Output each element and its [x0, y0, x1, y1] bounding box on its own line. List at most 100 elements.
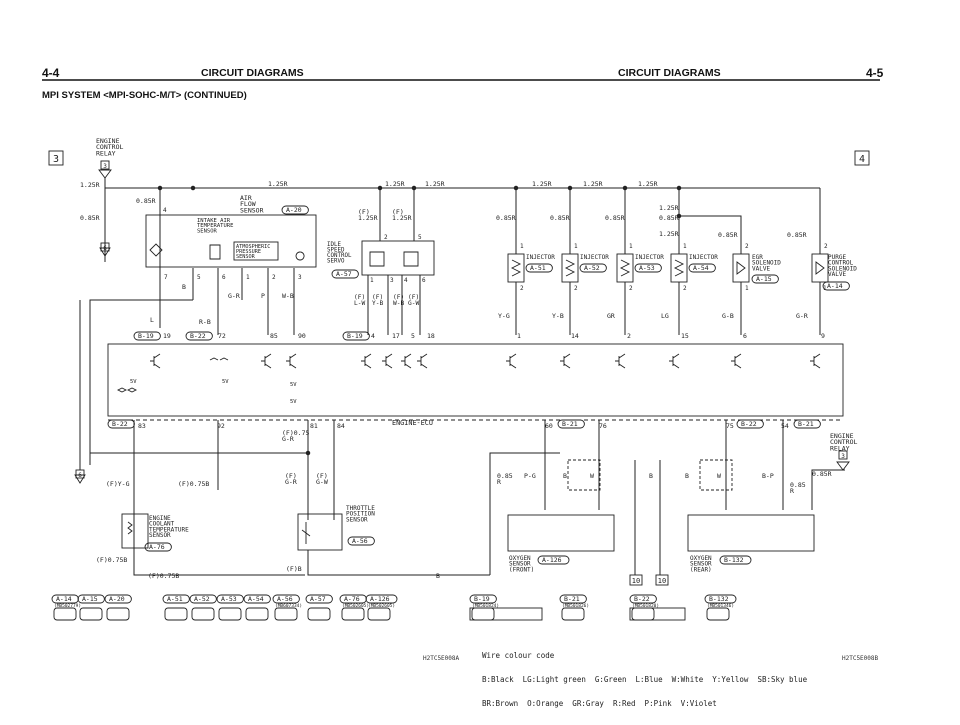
g6-box [100, 242, 110, 252]
afs-out-pin-5: 5 [197, 274, 201, 281]
ecu-label: ENGINE-ECU [392, 419, 433, 427]
isc-connector-tag [331, 269, 359, 279]
ecu-transistor-0 [150, 353, 161, 369]
purge-conn: A-14 [827, 282, 843, 290]
oxf-conn: A-126 [542, 556, 562, 564]
inj-pin-bot-3: 2 [683, 285, 687, 292]
wire-BP: B-P [762, 472, 774, 480]
relay-pin-right: 3 [841, 453, 845, 460]
connector-A-52-tag [189, 594, 217, 604]
isc-servo-box [361, 240, 435, 276]
connector-A-53-body [218, 607, 242, 621]
connector-B-19-tag [469, 594, 497, 604]
wire-colour-legend: Wire colour code B:Black LG:Light green … [482, 636, 807, 716]
injector-1-conn: A-51 [530, 264, 546, 272]
injector-4-box [670, 253, 688, 283]
isc-out-3: 3 [390, 277, 394, 284]
connector-B-22-body [631, 607, 655, 621]
isc-wire-a: (F)1.25R [358, 208, 378, 222]
ecu-pin-85: 85 [270, 332, 278, 340]
purge-wire: G-R [796, 312, 808, 320]
g6b-box [75, 469, 85, 479]
wire-Bx: B [563, 472, 567, 480]
egr-symbol [736, 261, 746, 275]
footer-code-left: H2TC5E008A [423, 655, 460, 662]
wire-Wx: W [590, 472, 594, 480]
connector-A-57-body [307, 607, 331, 621]
injector-3-085: 0.85R [605, 214, 625, 222]
afs-ground-run [89, 299, 193, 465]
ecu-5v-a: 5V [130, 379, 137, 385]
wire-FYG: (F)Y-G [106, 480, 130, 488]
injector-2-coil [564, 259, 576, 277]
oxygen-sensor-rear-box [687, 514, 815, 552]
ecu-pin-60: 60 [545, 422, 553, 430]
ecu-conn-b22-b: B-22 [112, 420, 128, 428]
connector-A-56-body [274, 607, 298, 621]
egr-junction [676, 213, 682, 219]
ecu-pin-75: 75 [726, 422, 734, 430]
ecu-transistor-4 [382, 353, 393, 369]
isc-connector: A-57 [336, 270, 352, 278]
oxr-conn-tag [719, 555, 752, 565]
wire-F075B-ect: (F)0.75B [96, 556, 127, 564]
ecu-pin-17: 17 [392, 332, 400, 340]
ecu-conn-b22-a: B-22 [190, 332, 206, 340]
bus-junction-3 [411, 185, 417, 191]
connector-B-22-code: (MB501820) [632, 603, 659, 609]
connector-A-20: A-20 [109, 595, 125, 603]
connector-A-54-body [245, 607, 269, 621]
ect-sensor-box [121, 513, 149, 549]
ecu-pin-15: 15 [681, 332, 689, 340]
ecu-pin-83: 83 [138, 422, 146, 430]
legend-row-1: B:Black LG:Light green G:Green L:Blue W:… [482, 675, 808, 684]
wire-085R2: 0.85R [812, 470, 832, 478]
relay2-arrow [836, 461, 850, 471]
injector-4-label: INJECTOR [689, 254, 718, 261]
egr-conn: A-15 [756, 275, 772, 283]
ecu-transistor-1 [261, 353, 272, 369]
purge-valve-box [811, 253, 829, 283]
afs-out-pin-6: 6 [222, 274, 226, 281]
wire-P: P [261, 292, 265, 300]
ground-g10a-label: 10 [632, 577, 640, 585]
ground-g10b-label: 10 [658, 577, 666, 585]
injector-3-conn-tag [634, 263, 662, 273]
isc-pin-2: 2 [384, 234, 388, 241]
connector-A-52: A-52 [194, 595, 210, 603]
inj-pin-bot-1: 2 [574, 285, 578, 292]
wire-FYB: (F)Y-B [372, 294, 383, 307]
egr-wire: G-B [722, 312, 734, 320]
bus-junction-6 [622, 185, 628, 191]
relay-pin-left: 3 [103, 163, 107, 170]
wire-Bz: B [685, 472, 689, 480]
isc-wire-b: (F)1.25R [392, 208, 412, 222]
connector-A-126: A-126 [370, 595, 390, 603]
wire-125-e: 1.25R [583, 180, 603, 188]
ecu-5v-c: 5V [290, 382, 297, 388]
ground-6-label: 6 [103, 245, 107, 252]
ecu-conn-b21-b: B-21 [798, 420, 814, 428]
relay-arrow [98, 169, 112, 179]
connector-A-76-code: (MB502605) [342, 603, 369, 609]
inj-pin-bot-2: 2 [629, 285, 633, 292]
connector-B-132-code: (MB501346) [707, 603, 734, 609]
wire-125-d: 1.25R [532, 180, 552, 188]
purge-symbol [815, 261, 825, 275]
connector-A-56: A-56 [277, 595, 293, 603]
connector-B-21-body [561, 607, 585, 621]
connector-B-132-tag [704, 594, 737, 604]
afs-out-pin-1: 1 [246, 274, 250, 281]
wire-FWB: (F)W-B [393, 294, 404, 307]
egr-pin-1: 1 [745, 285, 749, 292]
bus-junction-4 [513, 185, 519, 191]
ect-ground-run [133, 420, 305, 576]
